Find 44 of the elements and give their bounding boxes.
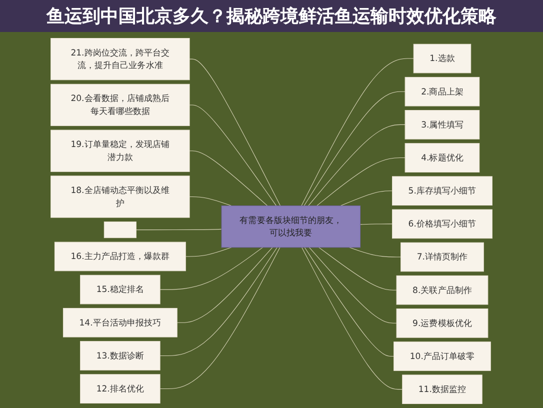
connector bbox=[309, 247, 397, 324]
node-box: 12.排名优化 bbox=[80, 374, 160, 404]
connector bbox=[316, 158, 406, 206]
node-box: 19.订单量稳定，发现店铺潜力款 bbox=[50, 130, 190, 172]
connector bbox=[176, 247, 273, 323]
node-box: 13.数据诊断 bbox=[80, 341, 160, 370]
node-box: 18.全店铺动态平衡以及维护 bbox=[50, 176, 190, 218]
connector bbox=[185, 247, 232, 257]
node-box: 4.标题优化 bbox=[404, 143, 480, 172]
connector bbox=[189, 196, 232, 206]
connector bbox=[160, 247, 278, 356]
connector bbox=[304, 247, 394, 357]
connector bbox=[308, 124, 406, 206]
node-box: 20.会看数据，店铺成熟后每天看哪些数据 bbox=[50, 84, 190, 126]
node-box: 有需要各版块细节的朋友，可以找我要 bbox=[221, 206, 361, 248]
connector bbox=[301, 58, 414, 206]
node-box: 7.详情页制作 bbox=[400, 242, 484, 272]
node-box: 21.跨岗位交流，跨平台交流，提升自己业务水准 bbox=[50, 38, 190, 80]
connector bbox=[136, 228, 222, 230]
node-box: 15.稳定排名 bbox=[80, 274, 160, 304]
node-box: 8.关联产品制作 bbox=[396, 275, 488, 305]
connector bbox=[318, 247, 397, 290]
node-box bbox=[104, 222, 136, 238]
node-box: 3.属性填写 bbox=[404, 110, 480, 140]
node-box: 2.商品上架 bbox=[404, 76, 480, 106]
node-box: 9.运费模板优化 bbox=[396, 308, 488, 338]
node-box: 6.价格填写小细节 bbox=[392, 209, 492, 239]
node-box: 1.选款 bbox=[413, 44, 472, 74]
connector bbox=[304, 91, 406, 206]
connector bbox=[349, 247, 402, 258]
connector bbox=[160, 247, 263, 290]
node-box: 5.库存填写小细节 bbox=[392, 176, 492, 206]
node-box: 16.主力产品打造，爆款群 bbox=[54, 242, 186, 272]
connector bbox=[160, 247, 280, 390]
connector bbox=[189, 104, 277, 206]
node-box: 14.平台活动申报技巧 bbox=[62, 308, 178, 338]
node-box: 10.产品订单破零 bbox=[394, 342, 491, 371]
connector bbox=[189, 58, 281, 206]
connector bbox=[340, 190, 393, 206]
connector bbox=[360, 224, 393, 225]
title: 鱼运到中国北京多久？揭秘跨境鲜活鱼运输时效优化策略 bbox=[0, 0, 543, 32]
connector bbox=[302, 247, 403, 390]
node-box: 11.数据监控 bbox=[402, 374, 482, 404]
connector bbox=[189, 150, 268, 206]
